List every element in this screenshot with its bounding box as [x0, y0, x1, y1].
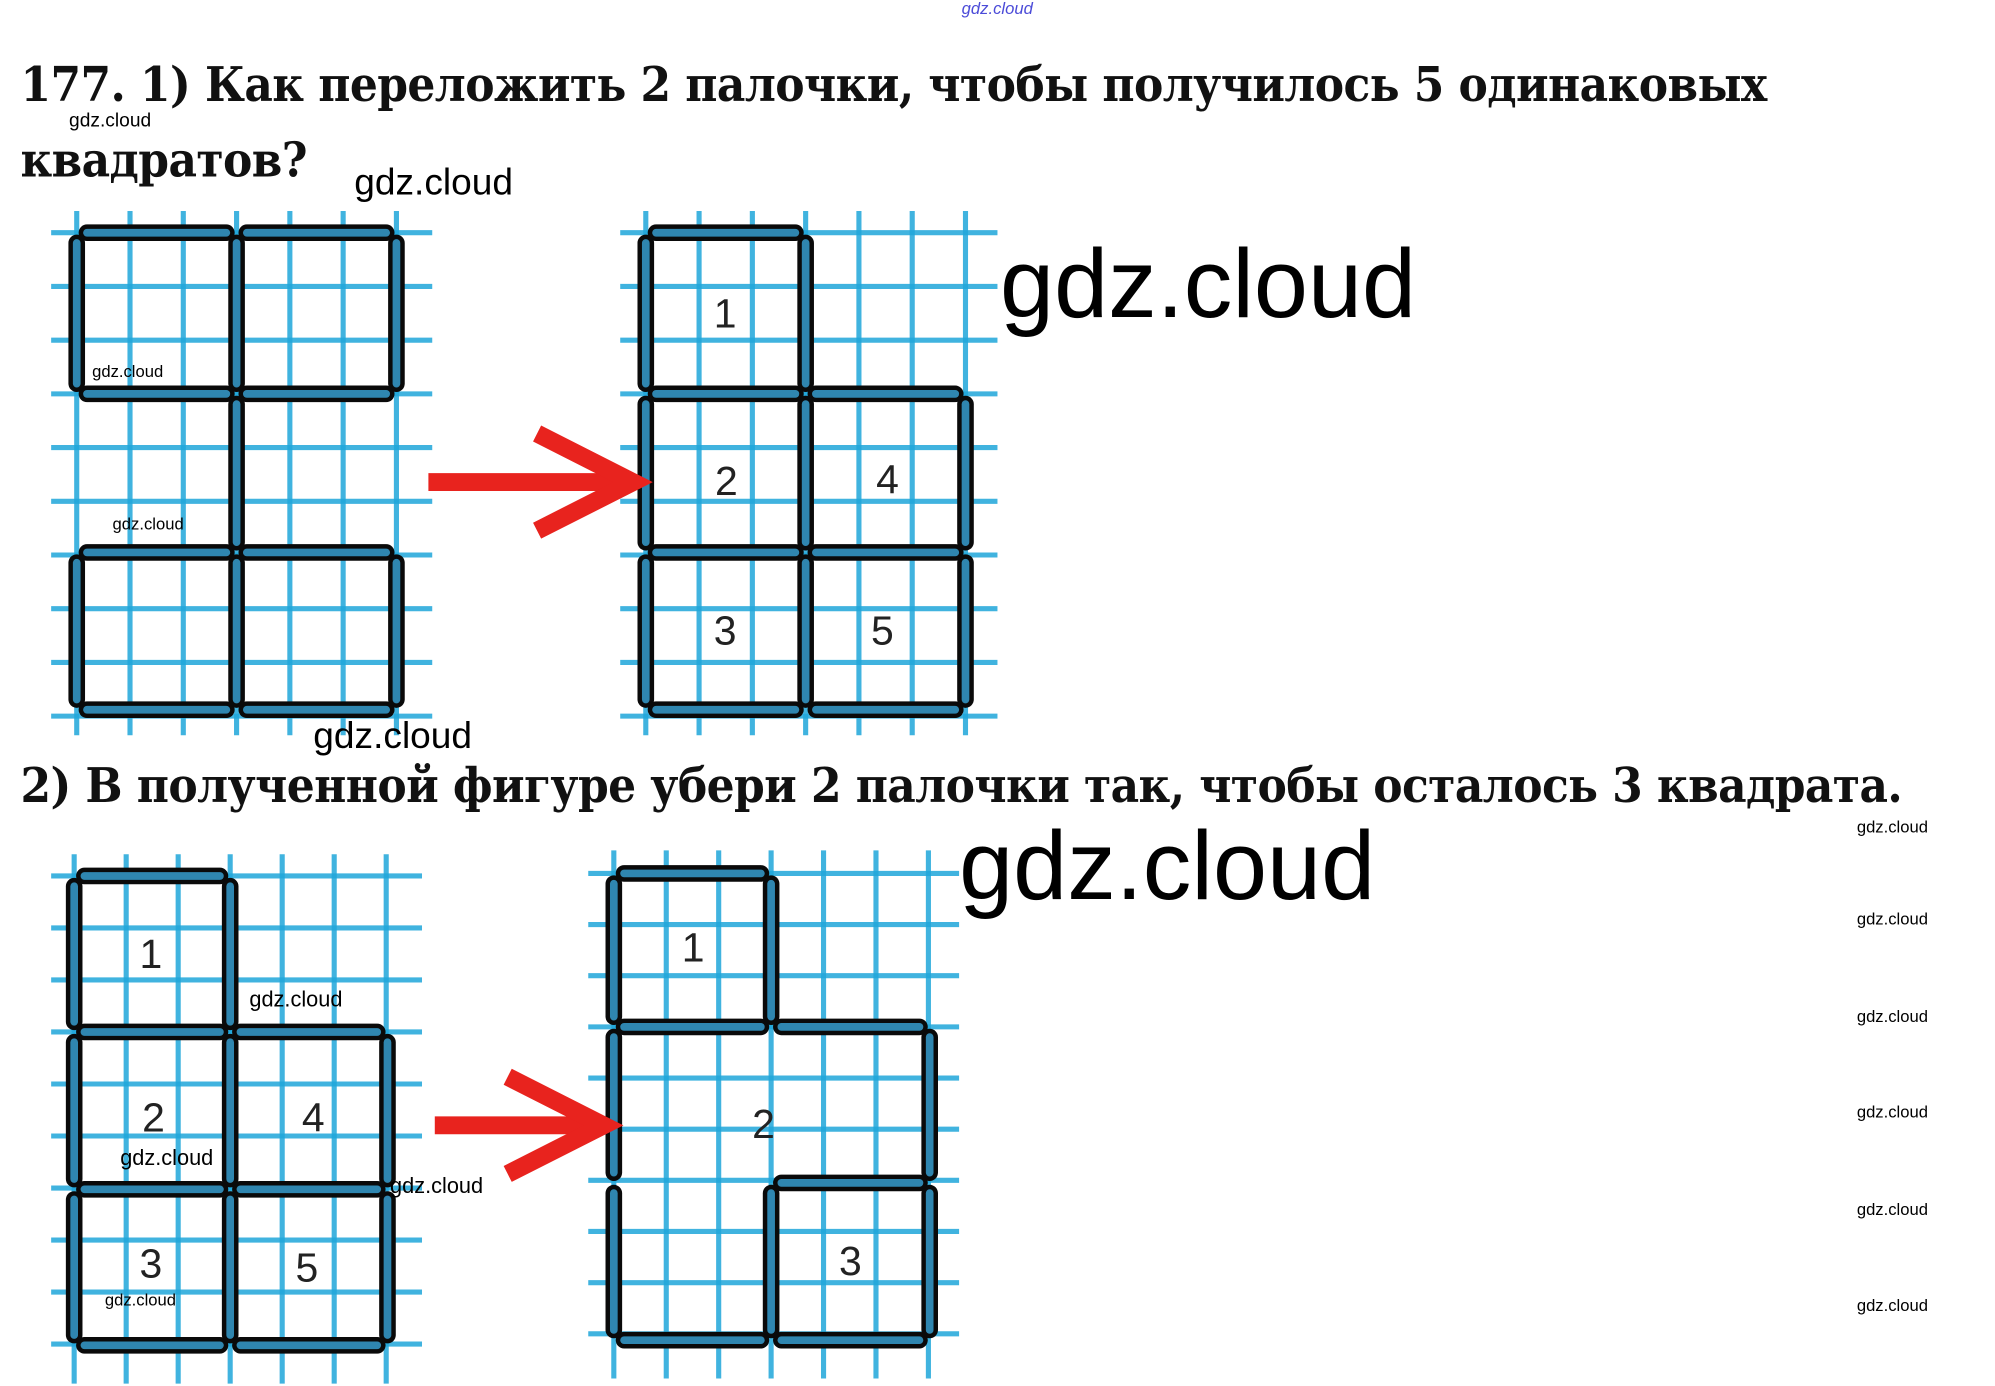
square-label: 2 [752, 1101, 775, 1148]
watermark: gdz.cloud [92, 361, 164, 382]
square-label: 4 [301, 1094, 325, 1141]
square-label: 5 [295, 1244, 319, 1291]
watermark: gdz.cloud [1000, 230, 1417, 339]
watermark: gdz.cloud [120, 1145, 214, 1171]
watermark: gdz.cloud [249, 987, 343, 1012]
watermark: gdz.cloud [354, 162, 513, 204]
watermark: gdz.cloud [390, 1173, 484, 1199]
watermark: gdz.cloud [1856, 817, 1928, 837]
arrow-head [503, 1068, 624, 1182]
square-label: 1 [139, 930, 163, 978]
watermark: gdz.cloud [1856, 1199, 1928, 1219]
task-heading-part2: 2) В полученной фигуре убери 2 палочки т… [20, 757, 1903, 814]
square-label: 1 [681, 924, 705, 971]
square-label: 2 [142, 1094, 165, 1141]
watermark: gdz.cloud [313, 716, 473, 758]
square-label: 3 [139, 1240, 163, 1287]
task-heading-part1-continued: квадратов? [20, 131, 307, 188]
square-label: 5 [870, 607, 894, 654]
square-label: 4 [876, 456, 899, 503]
watermark: gdz.cloud [112, 514, 184, 534]
square-label: 2 [714, 457, 738, 504]
watermark: gdz.cloud [961, 0, 1033, 18]
task-heading-part1: 177. 1) Как переложить 2 палочки, чтобы … [20, 56, 1767, 113]
watermark: gdz.cloud [104, 1290, 177, 1310]
watermark: gdz.cloud [959, 812, 1376, 921]
watermark: gdz.cloud [1856, 1006, 1928, 1026]
watermark: gdz.cloud [69, 109, 152, 132]
square-label: 1 [713, 290, 737, 337]
arrow-head [533, 425, 653, 539]
watermark: gdz.cloud [1856, 909, 1928, 929]
square-label: 3 [839, 1237, 862, 1284]
watermark: gdz.cloud [1856, 1295, 1928, 1315]
watermark: gdz.cloud [1856, 1102, 1928, 1122]
square-label: 3 [713, 607, 737, 654]
